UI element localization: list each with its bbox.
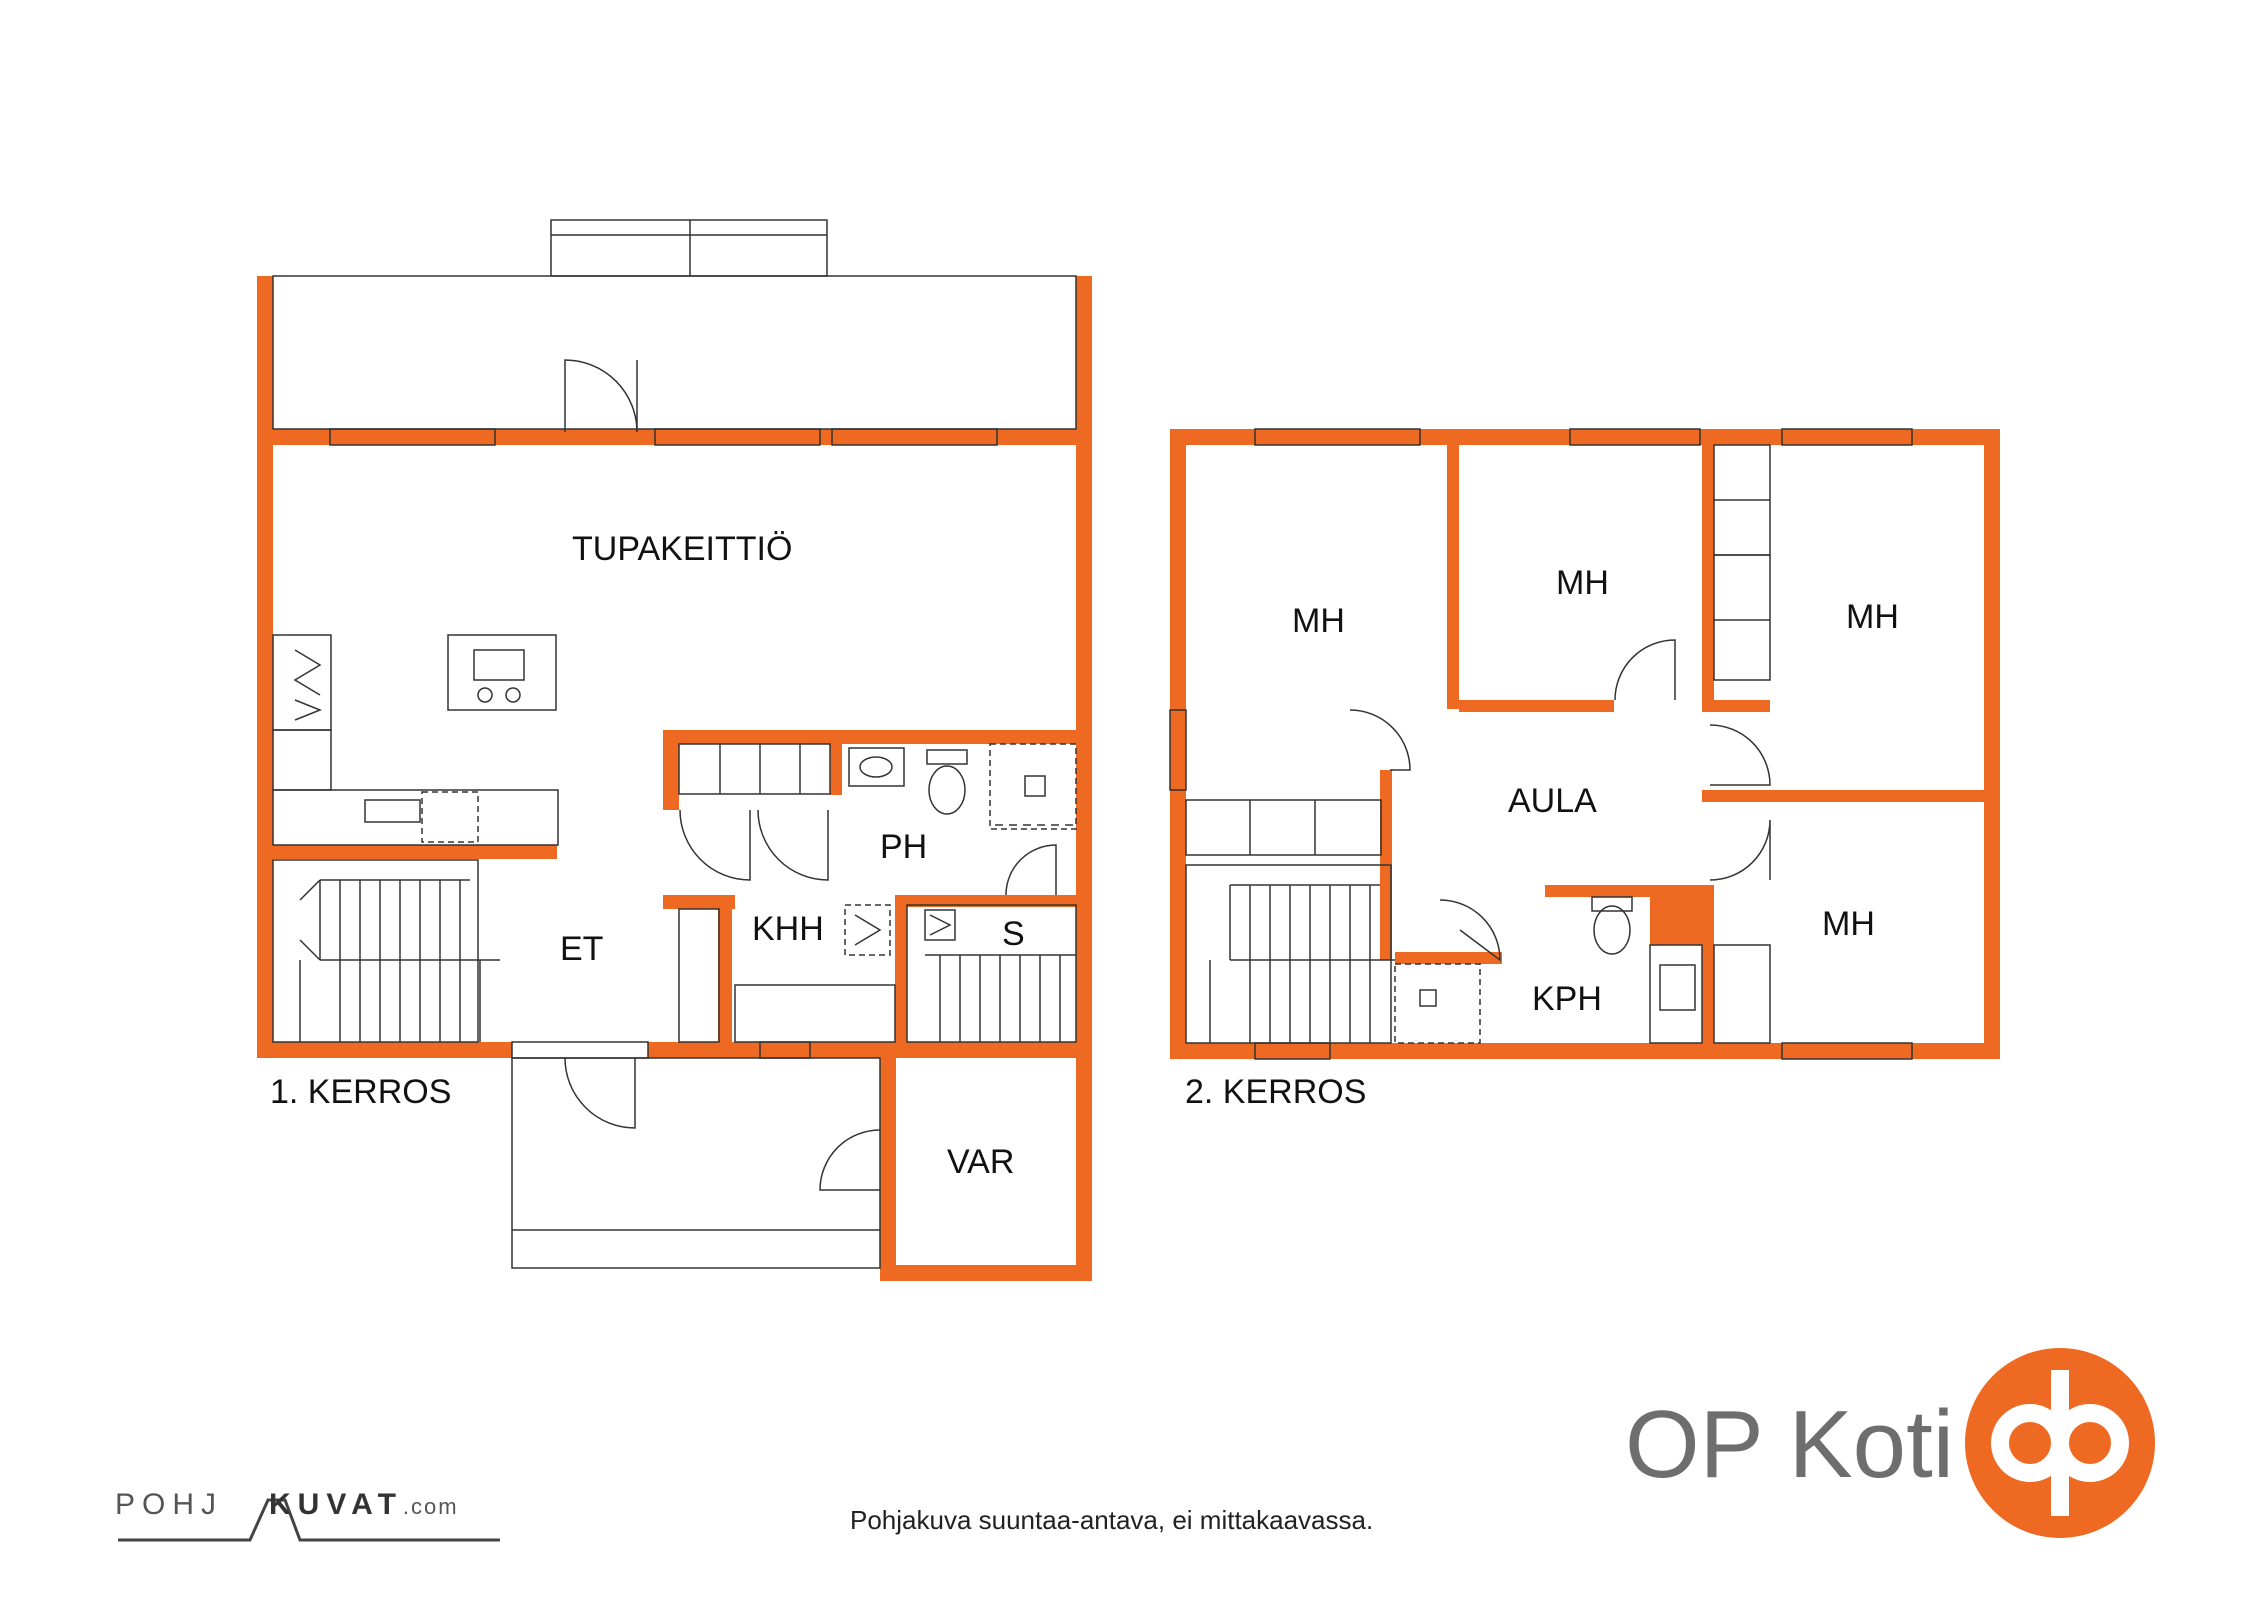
floor1-wall-north [257,429,1092,445]
room-label-aula: AULA [1508,782,1597,820]
floor1-wall-west [257,276,273,1058]
room-label-tupakeittio: TUPAKEITTIÖ [572,530,793,568]
floor1-title: 1. KERROS [270,1073,452,1111]
pohjakuvat-logo[interactable]: POHJ KUVAT.com [115,1488,459,1522]
room-label-ph: PH [880,828,928,866]
plan-linework [272,219,1913,1269]
floor2-wall-east [1984,429,2000,1059]
op-logo [1965,1348,2155,1538]
floor2-plan [1170,429,2000,1059]
room-label-mh-4: MH [1822,905,1875,943]
site-logo-left: POHJ [115,1488,224,1521]
room-label-s: S [1002,915,1025,953]
room-label-mh-2: MH [1556,564,1609,602]
room-label-mh-1: MH [1292,602,1345,640]
var-wall-south [880,1265,1092,1281]
floor2-title: 2. KERROS [1185,1073,1367,1111]
op-koti-brand: OP Koti [1625,1391,1955,1498]
room-label-khh: KHH [752,910,824,948]
room-label-kph: KPH [1532,980,1602,1018]
site-logo-right: KUVAT [269,1488,403,1521]
room-label-var: VAR [947,1143,1015,1181]
room-label-et: ET [560,930,604,968]
room-label-mh-3: MH [1846,598,1899,636]
kitchen-partition [257,845,557,859]
floor1-wall-south [257,1042,512,1058]
floor2-wall-north [1170,429,2000,445]
floor2-wall-south [1170,1043,2000,1059]
floor2-wall-west [1170,429,1186,1059]
disclaimer-text: Pohjakuva suuntaa-antava, ei mittakaavas… [850,1505,1374,1535]
pohjakuvat-logo-mark [118,1498,500,1542]
floor1-wall-east [1076,276,1092,1281]
floor1-plan [257,276,1092,1281]
var-wall-west [880,1042,896,1281]
site-logo-domain: .com [402,1494,459,1519]
